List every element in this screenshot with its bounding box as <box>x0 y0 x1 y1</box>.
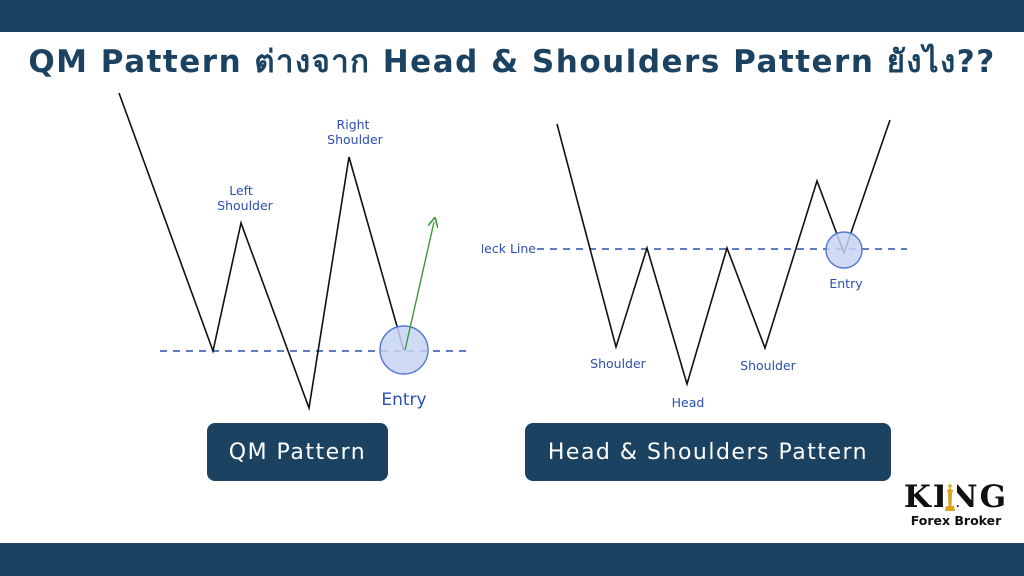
hs-price-line <box>556 119 891 387</box>
qm-pattern-diagram: Left Shoulder Right Shoulder Entry <box>118 92 472 412</box>
qm-breakout-arrow-icon <box>404 222 434 351</box>
logo-tagline: Forex Broker <box>910 513 1002 528</box>
qm-entry-label: Entry <box>381 390 426 410</box>
top-band <box>0 0 1024 32</box>
qm-left-shoulder-label: Left Shoulder <box>217 183 274 213</box>
hs-entry-circle <box>825 231 863 269</box>
qm-price-line <box>118 92 405 412</box>
crown-chess-king-icon <box>943 483 957 513</box>
hs-pattern-label-box: Head & Shoulders Pattern <box>525 423 891 481</box>
qm-pattern-label-box: QM Pattern <box>207 423 388 481</box>
page-title: QM Pattern ต่างจาก Head & Shoulders Patt… <box>28 44 996 80</box>
king-forex-logo: KING Forex Broker <box>898 480 1014 534</box>
hs-right-shoulder-label: Shoulder <box>740 358 797 373</box>
hs-pattern-diagram: Neck Line Shoulder Head Shoulder Entry <box>475 119 907 410</box>
hs-left-shoulder-label: Shoulder <box>590 356 647 371</box>
hs-neckline-label: Neck Line <box>475 241 536 256</box>
bottom-band <box>0 543 1024 576</box>
hs-head-label: Head <box>672 395 705 410</box>
qm-entry-circle <box>379 325 429 375</box>
hs-entry-label: Entry <box>829 276 863 291</box>
qm-right-shoulder-label: Right Shoulder <box>327 117 384 147</box>
